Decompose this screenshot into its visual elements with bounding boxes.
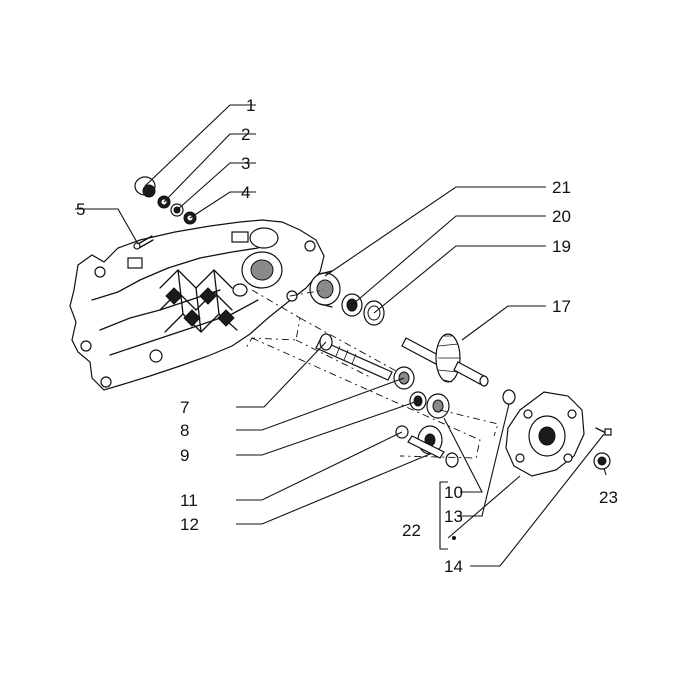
crankcase-half xyxy=(69,219,325,391)
assembly-guide-lines xyxy=(245,289,499,459)
callout-10: 10 xyxy=(444,483,463,502)
callout-23: 23 xyxy=(599,488,618,507)
callout-12: 12 xyxy=(180,515,199,534)
callout-9: 9 xyxy=(180,446,189,465)
part-13-dowel xyxy=(502,389,516,405)
callout-22: 22 xyxy=(402,521,421,540)
part-10-bearing xyxy=(426,393,450,419)
callout-11: 11 xyxy=(180,491,198,510)
callout-20: 20 xyxy=(552,207,571,226)
callout-17: 17 xyxy=(552,297,571,316)
part-14-cover xyxy=(505,391,585,477)
callout-5: 5 xyxy=(76,200,85,219)
callout-labels: 1 2 3 4 5 7 8 9 10 11 12 13 14 17 19 20 … xyxy=(76,96,618,576)
part-23-nut xyxy=(593,452,611,470)
part-7-shaft xyxy=(315,333,393,381)
callout-8: 8 xyxy=(180,421,189,440)
part-screws xyxy=(595,427,612,436)
part-21-bearing xyxy=(309,270,341,308)
part-5-pin xyxy=(133,235,154,250)
part-12-gear xyxy=(407,425,459,468)
callout-21: 21 xyxy=(552,178,571,197)
callout-3: 3 xyxy=(241,154,250,173)
callout-7: 7 xyxy=(180,398,189,417)
callout-19: 19 xyxy=(552,237,571,256)
callout-4: 4 xyxy=(241,183,250,202)
callout-13: 13 xyxy=(444,507,463,526)
part-17-gear-shaft xyxy=(401,333,489,387)
callout-14: 14 xyxy=(444,557,463,576)
callout-1: 1 xyxy=(246,96,255,115)
leader-lines xyxy=(75,104,607,567)
callout-2: 2 xyxy=(241,125,250,144)
